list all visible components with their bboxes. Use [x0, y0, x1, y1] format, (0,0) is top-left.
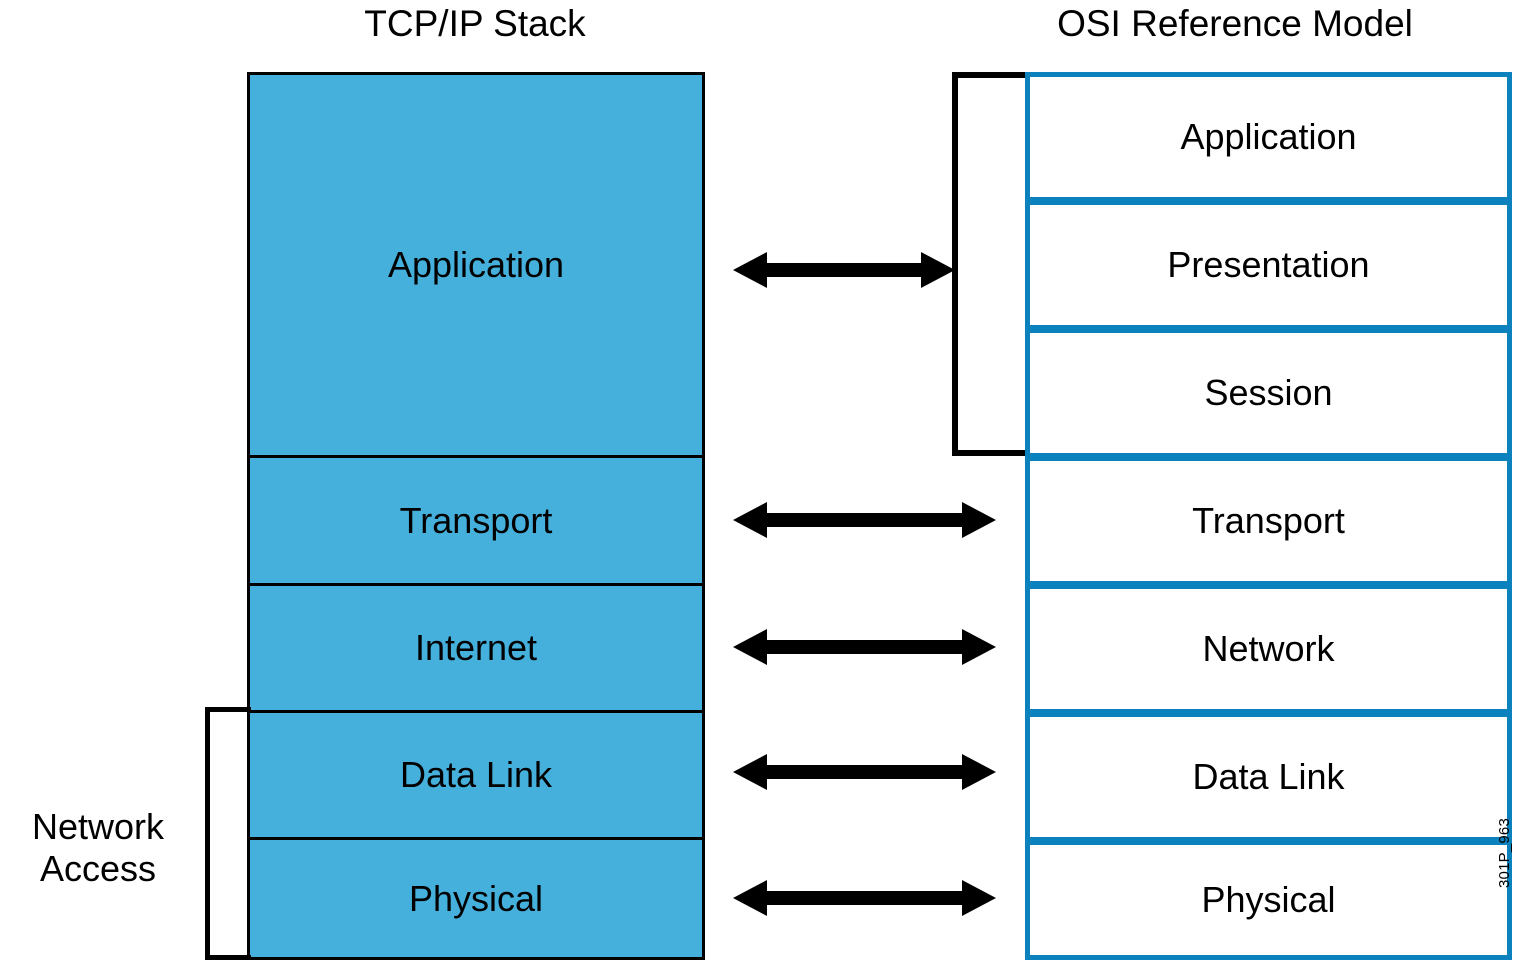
osi-layer-transport[interactable]: Transport	[1025, 456, 1512, 586]
tcpip-layer-physical[interactable]: Physical	[250, 837, 702, 957]
osi-layer-physical[interactable]: Physical	[1025, 840, 1512, 960]
osi-layer-presentation[interactable]: Presentation	[1025, 200, 1512, 330]
tcpip-stack: Application Transport Internet Data Link…	[247, 72, 705, 960]
osi-stack: Application Presentation Session Transpo…	[1025, 72, 1512, 960]
tcpip-stack-title: TCP/IP Stack	[364, 3, 586, 44]
osi-layer-network[interactable]: Network	[1025, 584, 1512, 714]
network-access-label: Network Access	[31, 806, 165, 889]
osi-upper-layers-bracket	[952, 72, 1027, 456]
mapping-arrow-data-link	[733, 752, 996, 792]
tcpip-layer-application[interactable]: Application	[250, 75, 702, 455]
osi-layer-session[interactable]: Session	[1025, 328, 1512, 458]
mapping-arrow-internet-network	[733, 627, 996, 667]
tcpip-layer-internet[interactable]: Internet	[250, 583, 702, 710]
mapping-arrow-application	[733, 250, 955, 290]
mapping-arrow-physical	[733, 878, 996, 918]
osi-model-title: OSI Reference Model	[1057, 3, 1413, 44]
tcpip-layer-transport[interactable]: Transport	[250, 455, 702, 583]
tcpip-layer-data-link[interactable]: Data Link	[250, 710, 702, 837]
osi-layer-application[interactable]: Application	[1025, 72, 1512, 202]
osi-layer-data-link[interactable]: Data Link	[1025, 712, 1512, 842]
network-access-bracket	[205, 707, 251, 960]
figure-id-label: 301P_963	[1496, 817, 1513, 888]
mapping-arrow-transport	[733, 500, 996, 540]
